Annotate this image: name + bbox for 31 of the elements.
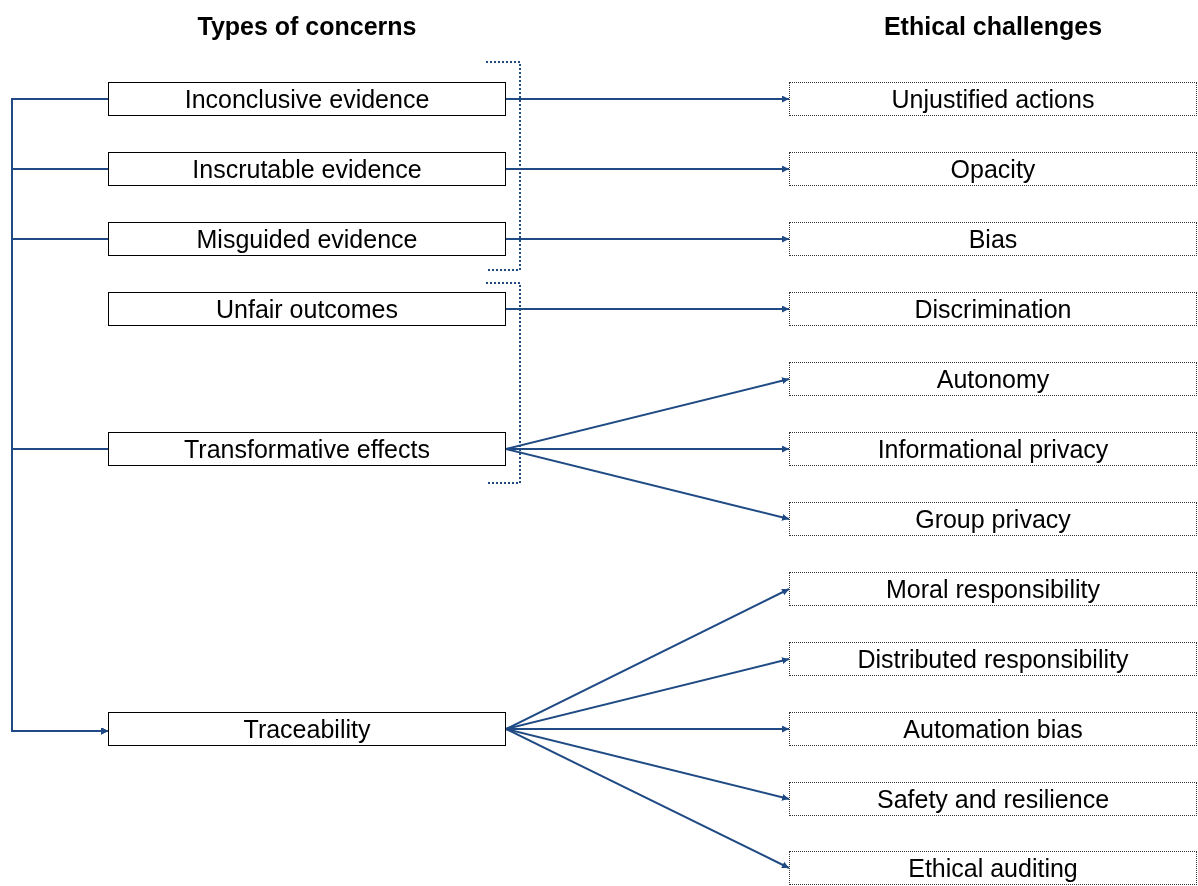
arrow (505, 305, 790, 313)
challenge-box: Moral responsibility (789, 572, 1197, 606)
arrow (505, 728, 790, 869)
arrow (11, 448, 109, 735)
challenge-box: Safety and resilience (789, 782, 1197, 816)
arrow (505, 588, 790, 730)
challenge-box: Ethical auditing (789, 851, 1197, 885)
challenge-box: Unjustified actions (789, 82, 1197, 116)
challenge-box: Discrimination (789, 292, 1197, 326)
arrow (505, 95, 790, 103)
arrow (505, 377, 790, 450)
concern-box: Misguided evidence (108, 222, 506, 256)
concern-box: Traceability (108, 712, 506, 746)
column-heading: Ethical challenges (883, 12, 1103, 41)
challenge-box: Automation bias (789, 712, 1197, 746)
challenge-box: Distributed responsibility (789, 642, 1197, 676)
arrow (505, 657, 790, 730)
concern-box: Transformative effects (108, 432, 506, 466)
concern-box: Unfair outcomes (108, 292, 506, 326)
challenge-box: Opacity (789, 152, 1197, 186)
arrow (505, 448, 790, 521)
arrow (505, 165, 790, 173)
challenge-box: Informational privacy (789, 432, 1197, 466)
concern-box: Inscrutable evidence (108, 152, 506, 186)
arrow (505, 728, 790, 801)
concern-box: Inconclusive evidence (108, 82, 506, 116)
challenge-box: Group privacy (789, 502, 1197, 536)
arrow (505, 235, 790, 243)
column-heading: Types of concerns (197, 12, 417, 41)
challenge-box: Autonomy (789, 362, 1197, 396)
challenge-box: Bias (789, 222, 1197, 256)
